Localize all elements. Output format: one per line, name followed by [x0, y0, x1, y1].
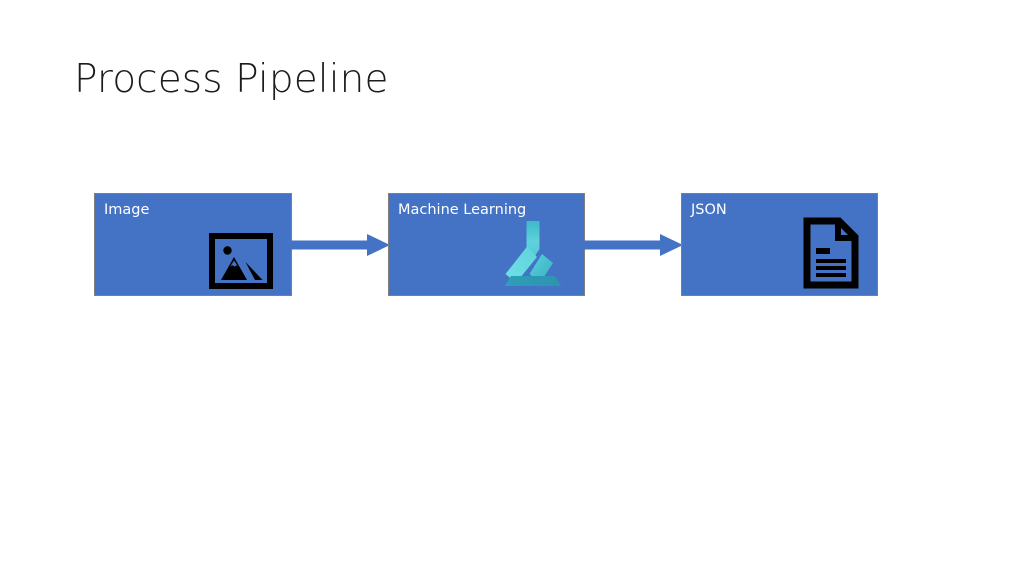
pipeline-stage-label: Machine Learning: [398, 202, 527, 218]
pipeline-stage-label: JSON: [691, 202, 727, 218]
pipeline-stage-json[interactable]: JSON: [681, 193, 878, 296]
pipeline-stage-label: Image: [104, 202, 150, 218]
arrow-right-icon: [584, 234, 683, 256]
pipeline-stage-machine-learning[interactable]: Machine Learning: [388, 193, 585, 296]
azure-machine-learning-icon: [500, 219, 566, 289]
arrow-right-icon: [291, 234, 390, 256]
page-title: Process Pipeline: [74, 57, 389, 102]
pipeline-stage-image[interactable]: Image: [94, 193, 292, 296]
document-icon: [803, 217, 859, 289]
picture-icon: [209, 233, 273, 289]
